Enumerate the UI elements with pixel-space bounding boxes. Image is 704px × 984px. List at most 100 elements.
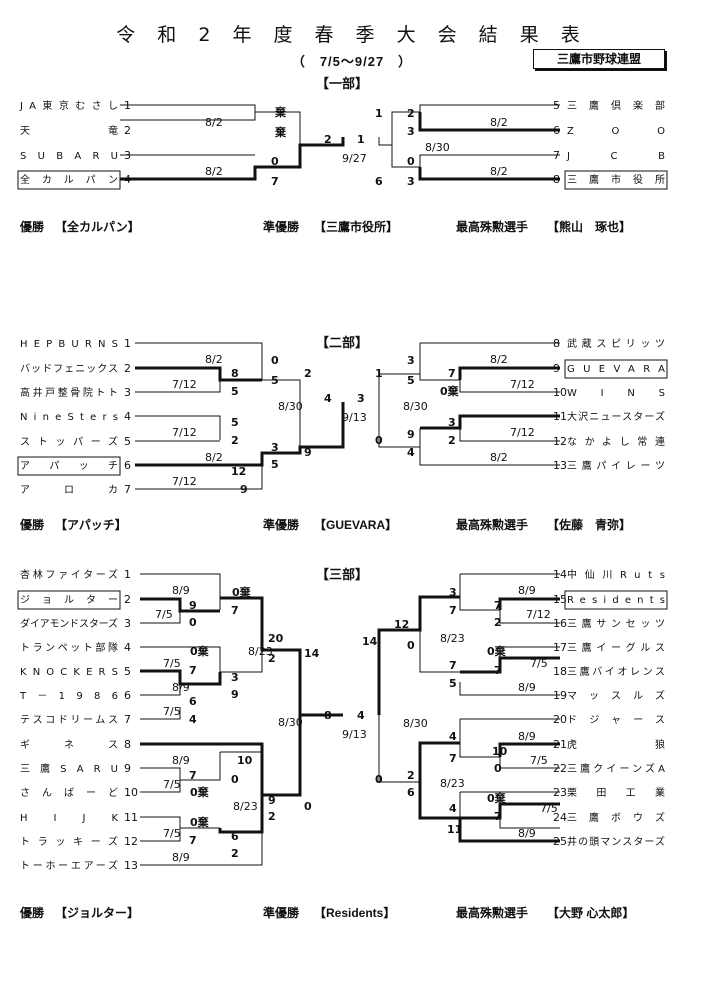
team-name: 三鷹ボウズ <box>567 811 665 824</box>
match-date: 8/2 <box>490 165 508 178</box>
match-score: 14 <box>362 635 378 648</box>
team-seed: 11 <box>124 811 138 824</box>
team-seed: 17 <box>553 641 567 654</box>
team-seed: 1 <box>124 99 131 112</box>
team-name: マッスルズ <box>567 689 665 702</box>
winner-label: 優勝 <box>20 518 45 532</box>
winner-box <box>17 590 121 610</box>
match-date: 7/5 <box>163 705 181 718</box>
match-score: 2 <box>407 107 415 120</box>
team-seed: 4 <box>124 173 131 186</box>
match-score: 11 <box>447 823 462 836</box>
match-date: 8/9 <box>172 584 190 597</box>
team-name: 井の頭マンスターズ <box>567 835 665 848</box>
team-name: NineSters <box>20 412 118 423</box>
match-score: 3 <box>407 125 415 138</box>
team-seed: 5 <box>124 665 131 678</box>
winner-name: 【ジョルター】 <box>55 906 140 920</box>
match-score: 0 <box>375 773 383 786</box>
match-date: 8/9 <box>518 584 536 597</box>
mvp-label: 最高殊勲選手 <box>456 518 529 532</box>
match-score: 2 <box>407 769 415 782</box>
mvp-label: 最高殊勲選手 <box>456 220 529 234</box>
team-seed: 18 <box>553 665 567 678</box>
match-date: 7/5 <box>530 754 548 767</box>
runner-up-label: 準優勝 <box>263 518 300 532</box>
team-name: 三 鷹 倶 楽 部 <box>567 99 665 112</box>
team-seed: 14 <box>553 568 567 581</box>
team-name: ダイアモンドスターズ <box>20 617 118 630</box>
match-score: 7 <box>189 769 197 782</box>
match-score: 3 <box>448 416 456 429</box>
match-score: 10 <box>492 745 508 758</box>
match-score: 3 <box>407 175 415 188</box>
page-title: 令 和 2 年 度 春 季 大 会 結 果 表 <box>116 24 588 46</box>
match-date: 7/12 <box>172 426 197 439</box>
match-score: 0棄 <box>190 815 210 829</box>
team-seed: 11 <box>553 410 567 423</box>
match-score: 0 <box>231 773 239 786</box>
match-score: 4 <box>357 709 365 722</box>
team-seed: 13 <box>124 859 138 872</box>
team-name: HEPBURNS <box>20 339 118 350</box>
team-seed: 1 <box>124 337 131 350</box>
team-seed: 7 <box>553 149 560 162</box>
mvp-name: 【熊山 琢也】 <box>547 220 632 234</box>
match-score: 5 <box>231 385 239 398</box>
team-seed: 15 <box>553 593 567 606</box>
team-seed: 13 <box>553 459 567 472</box>
match-score: 7 <box>449 604 457 617</box>
team-seed: 16 <box>553 617 567 630</box>
team-seed: 2 <box>124 362 131 375</box>
team-name: ア パ ッ チ <box>20 460 118 472</box>
team-seed: 2 <box>124 124 131 137</box>
match-score: 7 <box>189 834 197 847</box>
team-name: トラッキーズ <box>20 835 118 848</box>
match-score: 5 <box>231 416 239 429</box>
team-name: 杏林ファイターズ <box>20 568 118 581</box>
team-name: 高井戸整骨院トト <box>20 386 118 399</box>
match-score: 7 <box>449 752 457 765</box>
team-seed: 7 <box>124 713 131 726</box>
match-date: 8/9 <box>172 851 190 864</box>
team-seed: 20 <box>553 713 567 726</box>
winner-name: 【全カルパン】 <box>55 220 140 234</box>
team-name: 武蔵スピリッツ <box>567 337 665 350</box>
match-date: 8/2 <box>205 165 223 178</box>
match-score: 2 <box>304 367 312 380</box>
winner-label: 優勝 <box>20 220 45 234</box>
team-seed: 3 <box>124 386 131 399</box>
match-score: 0棄 <box>232 585 252 599</box>
match-date: 7/5 <box>540 802 558 815</box>
match-score: 3 <box>357 392 365 405</box>
team-name: 栗田工業 <box>567 786 665 799</box>
division-3-header: 【三部】 <box>316 567 368 583</box>
match-score: 0 <box>271 155 279 168</box>
team-seed: 5 <box>124 435 131 448</box>
match-date: 8/23 <box>440 777 465 790</box>
match-score: 9 <box>407 428 415 441</box>
team-name: 三 鷹 市 役 所 <box>567 173 665 186</box>
team-seed: 4 <box>124 410 131 423</box>
match-score: 7 <box>494 810 502 823</box>
team-seed: 6 <box>124 689 131 702</box>
match-score: 14 <box>304 647 320 660</box>
team-name: GUEVARA <box>567 364 665 375</box>
match-score: 2 <box>494 616 502 629</box>
match-date: 8/2 <box>490 451 508 464</box>
match-score: 7 <box>189 664 197 677</box>
team-name: 三鷹パイレーツ <box>567 459 665 472</box>
division-2-header: 【二部】 <box>316 335 368 351</box>
match-score: 12 <box>394 618 409 631</box>
team-name: ストッパーズ <box>20 435 118 448</box>
match-date: 8/30 <box>403 717 428 730</box>
match-score: 7 <box>231 604 239 617</box>
tournament-dates: （ 7/5～9/27 ） <box>291 54 413 69</box>
match-score: 4 <box>407 446 415 459</box>
match-score: 4 <box>324 392 332 405</box>
match-score: 0 <box>494 762 502 775</box>
match-score: 2 <box>324 133 332 146</box>
team-seed: 5 <box>553 99 560 112</box>
match-date: 7/5 <box>530 657 548 670</box>
